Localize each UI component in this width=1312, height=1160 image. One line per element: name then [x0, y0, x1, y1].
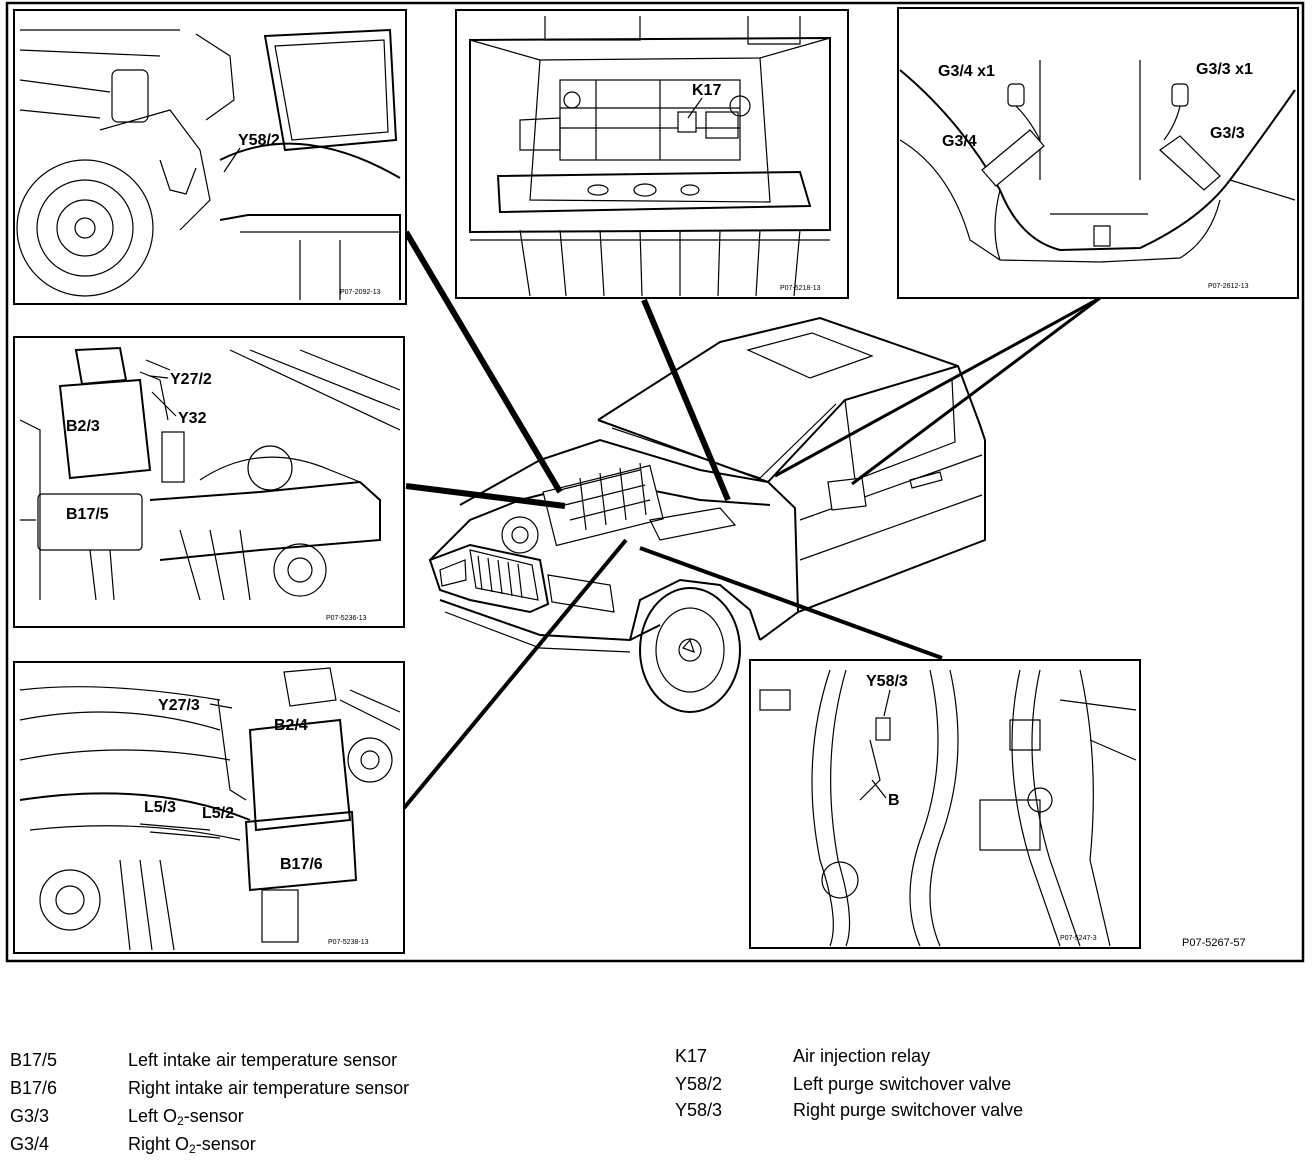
legend-code: Y58/2 [675, 1074, 723, 1094]
panel-top-left: Y58/2 P07-2092-13 [13, 9, 407, 305]
svg-text:Y58/2: Y58/2 [238, 132, 280, 149]
figure-code: P07-5267-57 [1182, 937, 1246, 949]
svg-text:Y27/2: Y27/2 [170, 371, 212, 388]
svg-text:P07-2612-13: P07-2612-13 [1208, 283, 1249, 290]
legend-desc: Left O2-sensor [128, 1106, 244, 1128]
svg-text:P07-2092-13: P07-2092-13 [340, 289, 381, 296]
legend-code: Y58/3 [675, 1100, 723, 1120]
svg-text:P07-5247-3: P07-5247-3 [1060, 935, 1097, 942]
svg-text:B: B [888, 792, 900, 809]
panel-bottom-left: Y27/3 B2/4 L5/3 L5/2 B17/6 P07-5238-13 [13, 661, 405, 954]
svg-text:P07-5218-13: P07-5218-13 [780, 285, 821, 292]
svg-text:B17/5: B17/5 [66, 506, 109, 523]
svg-text:Y27/3: Y27/3 [158, 697, 200, 714]
svg-text:L5/2: L5/2 [202, 805, 234, 822]
legend-desc: Right purge switchover valve [793, 1100, 1024, 1120]
panel-bottom-right: Y58/3 B P07-5247-3 [749, 659, 1141, 949]
legend-desc: Air injection relay [793, 1046, 931, 1066]
svg-text:B2/4: B2/4 [274, 717, 308, 734]
svg-text:G3/4 x1: G3/4 x1 [938, 63, 995, 80]
svg-text:G3/3: G3/3 [1210, 125, 1245, 142]
legend-code: K17 [675, 1046, 708, 1066]
svg-text:B2/3: B2/3 [66, 418, 100, 435]
legend-desc: Left intake air temperature sensor [128, 1050, 398, 1070]
svg-text:L5/3: L5/3 [144, 799, 176, 816]
car-illustration [428, 316, 986, 713]
leader-lines [402, 230, 1101, 810]
legend-code: B17/5 [10, 1050, 58, 1070]
outer-frame [5, 1, 1305, 963]
legend-code: G3/4 [10, 1134, 50, 1154]
panel-top-center: K17 P07-5218-13 [455, 9, 849, 299]
svg-text:Y32: Y32 [178, 410, 207, 427]
panel-top-right: G3/4 x1 G3/3 x1 G3/4 G3/3 P07-2612-13 [897, 7, 1299, 299]
svg-text:G3/4: G3/4 [942, 133, 977, 150]
legend-desc: Right intake air temperature sensor [128, 1078, 410, 1098]
svg-text:Y58/3: Y58/3 [866, 673, 908, 690]
svg-text:P07-5236-13: P07-5236-13 [326, 615, 367, 622]
legend-code: G3/3 [10, 1106, 50, 1126]
svg-text:P07-5238-13: P07-5238-13 [328, 939, 369, 946]
legend-code: B17/6 [10, 1078, 58, 1098]
legend-desc: Left purge switchover valve [793, 1074, 1012, 1094]
svg-text:G3/3 x1: G3/3 x1 [1196, 61, 1253, 78]
svg-text:K17: K17 [692, 82, 721, 99]
svg-text:B17/6: B17/6 [280, 856, 323, 873]
legend-desc: Right O2-sensor [128, 1134, 256, 1156]
panel-middle-left: Y27/2 Y32 B2/3 B17/5 P07-5236-13 [13, 336, 405, 628]
